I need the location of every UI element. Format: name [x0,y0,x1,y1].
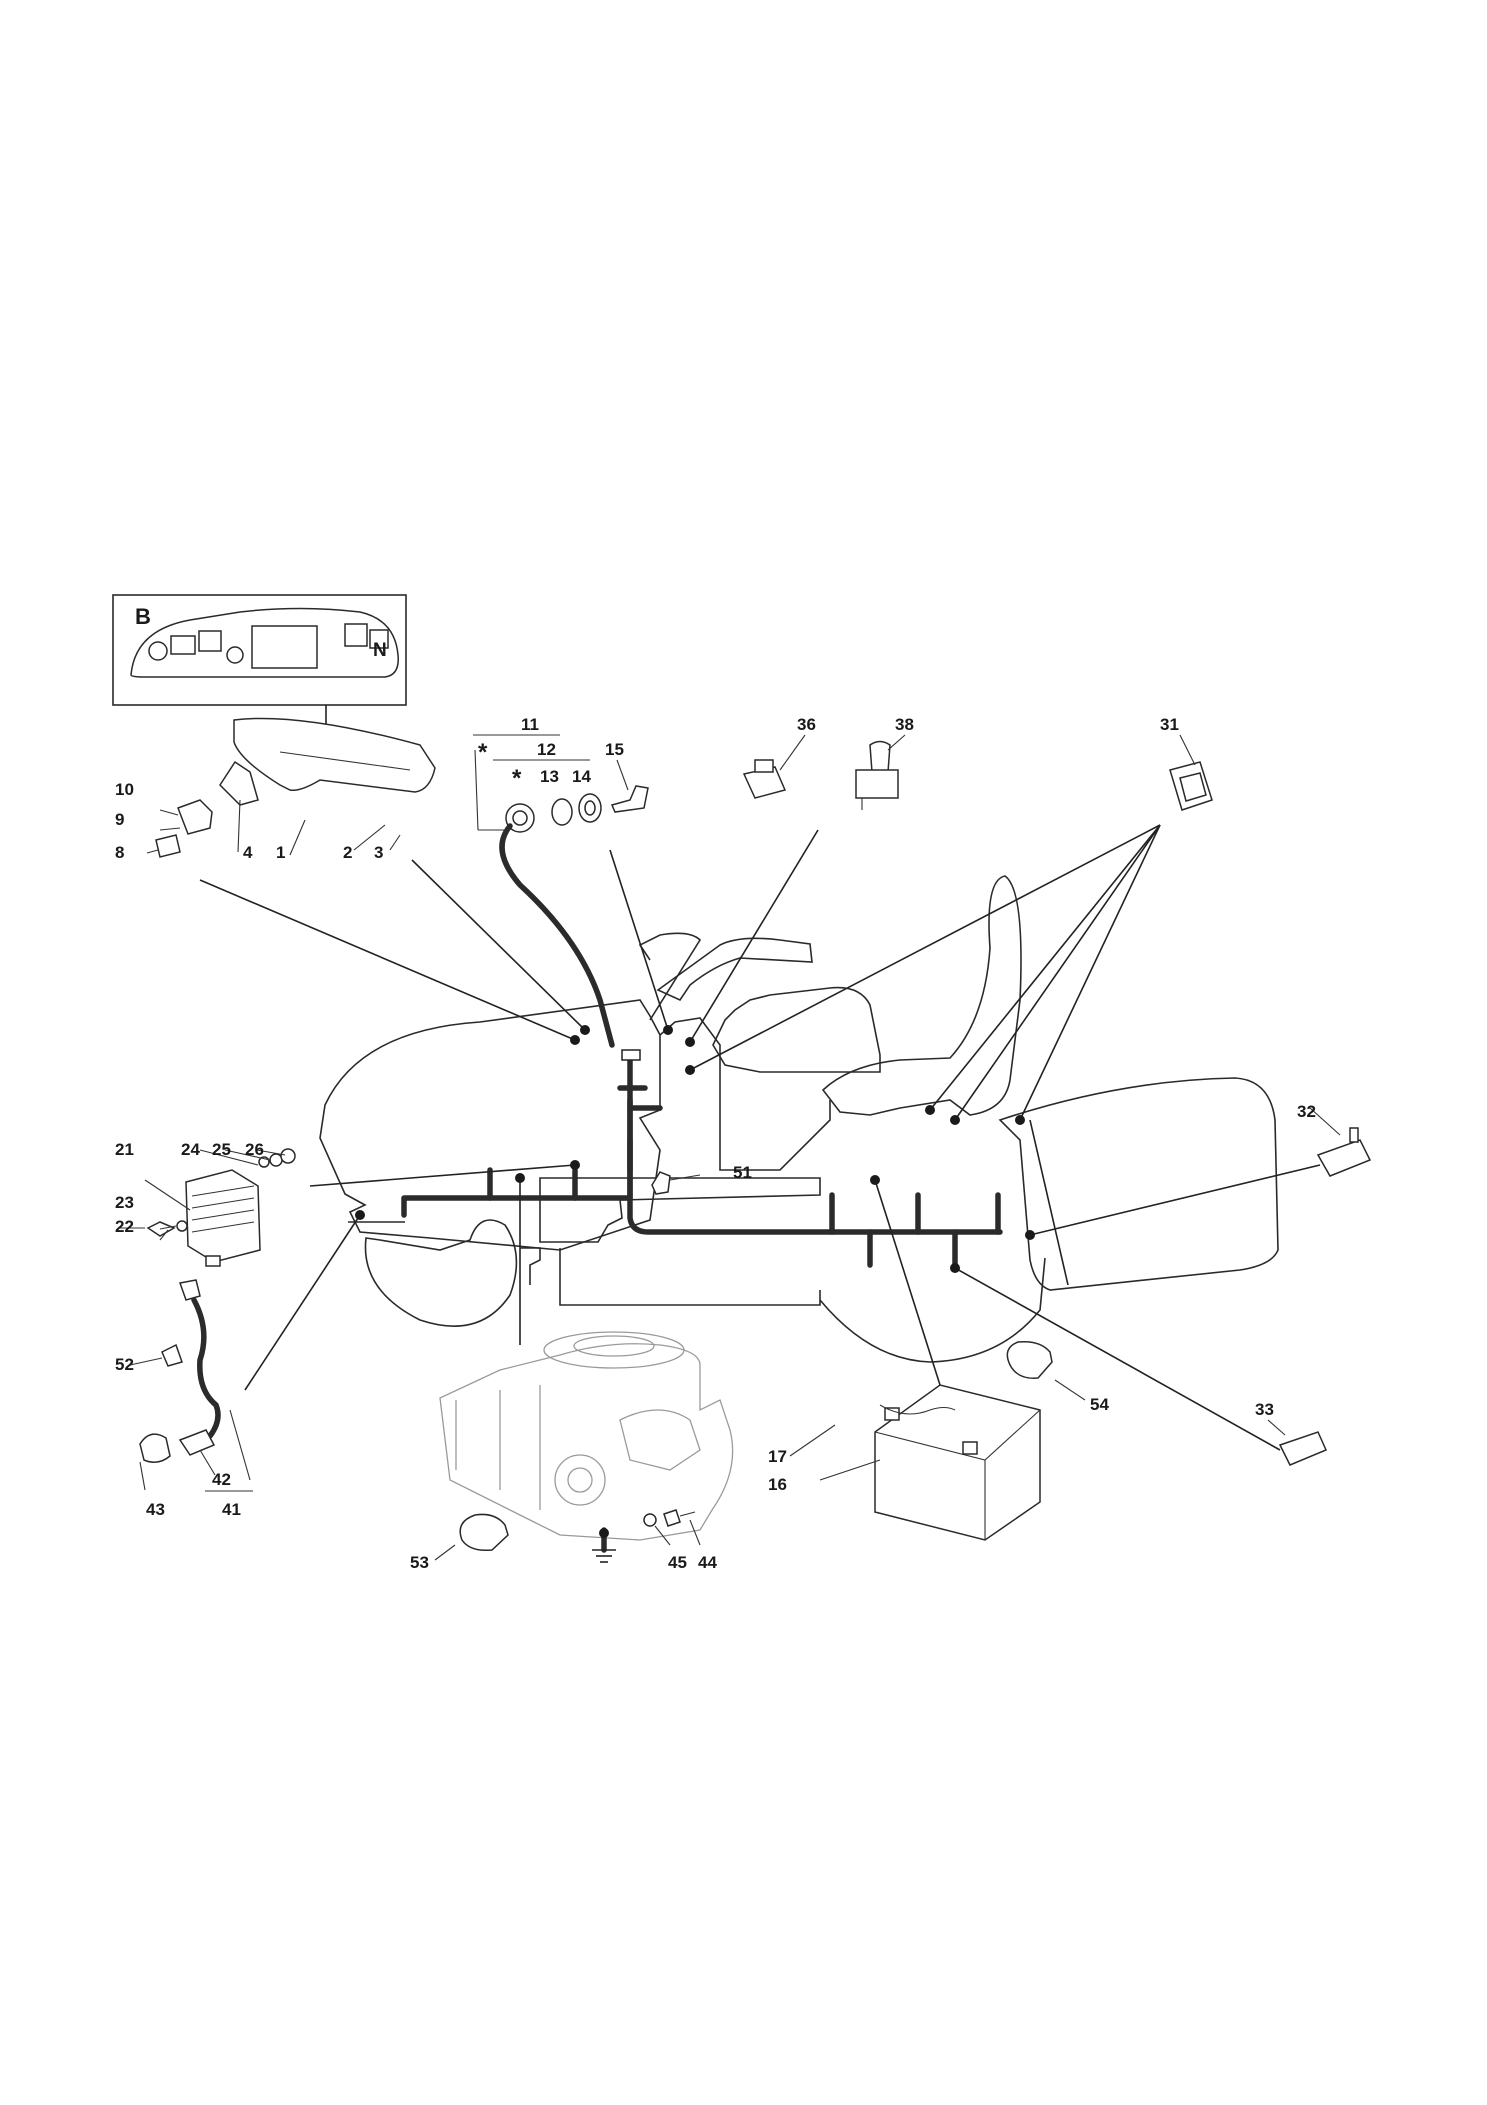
part-label-10: 10 [115,780,134,799]
part-label-53: 53 [410,1553,429,1572]
part-label-8: 8 [115,843,124,862]
part-label-3: 3 [374,843,383,862]
inset-neutral-symbol: N [373,640,387,661]
part-label-43: 43 [146,1500,165,1519]
part-label-13: 13 [540,767,559,786]
leader-lines [120,734,1341,1561]
part-label-11: 11 [521,715,539,734]
part-label-12: 12 [537,740,556,759]
tractor-outline [319,875,1279,1363]
part-label-2: 2 [343,843,352,862]
part-label-22: 22 [115,1217,134,1236]
inset-dashboard-panel: B N [112,594,407,758]
part-label-15: 15 [605,740,624,759]
part-label-21: 21 [115,1140,134,1159]
part-label-25: 25 [212,1140,231,1159]
part-labels: 1 2 3 4 8 9 10 11 12 13 14 15 16 17 21 2… [115,715,1316,1572]
terminal-cap-53 [459,1513,509,1552]
part-label-41: 41 [222,1500,241,1519]
part-label-4: 4 [243,843,253,862]
switch-36 [742,759,787,799]
part-label-44: 44 [698,1553,717,1572]
part-label-16: 16 [768,1475,787,1494]
part-label-36: 36 [797,715,816,734]
inset-letter: B [135,604,151,629]
part-label-14: 14 [572,767,591,786]
part-label-52: 52 [115,1355,134,1374]
clip-51 [651,1171,671,1195]
part-label-32: 32 [1297,1102,1316,1121]
part-label-1: 1 [276,843,285,862]
safety-switch-32 [1316,1127,1372,1177]
part-label-33: 33 [1255,1400,1274,1419]
voltage-regulator [146,1148,296,1267]
switch-38 [855,740,899,810]
engine [439,1331,734,1563]
junction-dots [355,1025,1035,1273]
dashboard-console [219,717,436,806]
part-label-45: 45 [668,1553,687,1572]
safety-switch-33 [1278,1431,1327,1466]
switch-31 [1169,761,1213,811]
part-label-23: 23 [115,1193,134,1212]
part-label-38: 38 [895,715,914,734]
star-marker-13: * [512,765,522,792]
part-label-24: 24 [181,1140,200,1159]
part-label-42: 42 [212,1470,231,1489]
part-label-17: 17 [768,1447,787,1466]
terminal-cap-54 [1006,1340,1053,1379]
relay-parts [155,799,213,858]
part-label-26: 26 [245,1140,264,1159]
part-label-9: 9 [115,810,124,829]
part-label-51: 51 [733,1163,752,1182]
star-marker-11: * [478,739,488,766]
wiring-harness [401,1049,1003,1268]
battery [874,1384,1041,1541]
headlight-assembly [139,1279,253,1492]
part-label-31: 31 [1160,715,1179,734]
ignition-switch-assembly [473,734,649,1048]
ground-bolt [643,1509,696,1527]
part-label-54: 54 [1090,1395,1109,1414]
